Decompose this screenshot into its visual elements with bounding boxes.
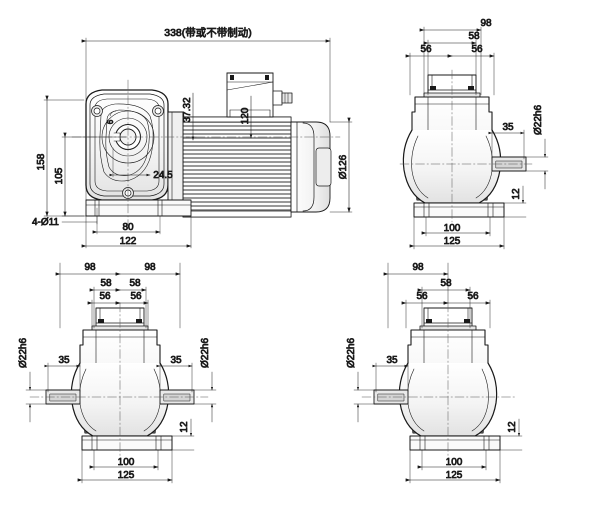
bl-dim-outer-width-left	[55, 262, 121, 329]
br-dim-label-125: 125	[446, 470, 463, 481]
dim-label-4xd11: 4-Ø11	[32, 217, 59, 228]
bl-dim-label-56-right: 56	[130, 291, 142, 302]
bl-dim-label-d22h6-right: Ø22h6	[200, 338, 211, 368]
tr-dim-label-56-left: 56	[420, 44, 432, 55]
bl-dim-base-thickness	[171, 418, 195, 451]
br-centerlines	[361, 302, 517, 457]
bl-dim-label-125: 125	[118, 470, 135, 481]
dim-hub-offset	[109, 147, 151, 178]
bl-dim-outer-width-right	[115, 262, 181, 329]
bl-base-plate	[81, 435, 173, 451]
tr-dim-label-125: 125	[444, 236, 461, 247]
bl-dim-shaft-diameter-left	[25, 371, 49, 423]
tr-dim-label-100: 100	[444, 223, 461, 234]
dim-motor-diameter	[329, 117, 353, 213]
tr-dim-outer-width	[419, 26, 482, 96]
bl-dim-base-hole-spacing	[89, 449, 159, 471]
tr-base-plate	[413, 202, 505, 218]
br-dim-outer-width	[383, 262, 449, 329]
view-top-right-front-elevation: 98 58 56 56 35	[399, 18, 549, 250]
dim-foot-hole-spacing	[92, 215, 161, 235]
tr-dim-label-12: 12	[511, 188, 522, 200]
br-dim-label-56-right: 56	[467, 291, 479, 302]
dim-shaft-center-to-top	[185, 92, 197, 141]
dim-label-338: 338(带或不带制动)	[164, 26, 252, 39]
br-dim-label-56-left: 56	[416, 291, 428, 302]
tr-dim-label-56-right: 56	[471, 44, 483, 55]
bl-dim-label-56-left: 56	[99, 291, 111, 302]
bl-dim-inner-width	[87, 299, 149, 329]
br-dim-mid-width	[417, 286, 471, 329]
terminal-box	[226, 72, 293, 118]
dim-label-6: 6	[106, 119, 115, 124]
dim-flange-height	[61, 132, 127, 217]
dim-label-80: 80	[122, 222, 134, 233]
br-dim-label-d22h6: Ø22h6	[346, 338, 357, 368]
bl-dim-label-100: 100	[118, 457, 135, 468]
br-dim-left-half	[401, 299, 449, 329]
tr-dim-label-d22h6: Ø22h6	[533, 105, 544, 135]
br-dim-base-thickness	[499, 418, 523, 451]
motor-body	[182, 116, 332, 218]
bl-dim-label-58-right: 58	[129, 278, 141, 289]
dim-label-d126: Ø126	[338, 154, 349, 179]
base-feet	[85, 199, 192, 217]
dim-label-122: 122	[120, 236, 137, 247]
gearbox-housing-face	[85, 89, 184, 209]
bl-dim-label-98-right: 98	[144, 262, 156, 273]
view-bottom-left-dual-shaft: 98 98 58 58 56 56 35	[18, 262, 217, 484]
br-base-plate	[409, 435, 501, 451]
bl-dim-label-98-left: 98	[84, 262, 96, 273]
tr-dim-base-thickness	[503, 185, 527, 218]
br-dim-label-35: 35	[386, 355, 398, 366]
bl-dim-shaft-length-left	[44, 362, 81, 393]
bl-centerlines	[29, 302, 209, 457]
bl-dim-mid-width	[89, 286, 147, 329]
view-bottom-right-front-elevation: 98 58 56 56 35	[346, 262, 523, 484]
br-dim-label-12: 12	[507, 421, 518, 433]
bl-dim-shaft-length-right	[156, 362, 193, 393]
tr-dim-base-width	[409, 216, 505, 250]
tr-dim-base-hole-spacing	[421, 216, 491, 237]
br-dim-shaft-diameter	[353, 371, 377, 423]
tr-dim-label-35: 35	[502, 122, 514, 133]
dim-label-158: 158	[36, 153, 47, 170]
br-terminal-box	[419, 307, 477, 331]
br-dim-label-58: 58	[440, 278, 452, 289]
dim-label-24-5: 24.5	[153, 170, 173, 181]
dim-label-120: 120	[240, 107, 251, 124]
tr-centerlines	[399, 69, 533, 223]
br-dim-base-hole-spacing	[417, 449, 487, 471]
dim-label-37-32: 37.32	[182, 97, 193, 122]
tr-dim-label-58: 58	[468, 31, 480, 42]
br-dim-base-width	[405, 449, 501, 484]
br-dim-label-98: 98	[412, 262, 424, 273]
tr-dim-shaft-diameter	[525, 138, 549, 190]
bl-dim-base-width	[77, 449, 173, 484]
tr-gearbox-body	[402, 96, 502, 204]
centerlines-main	[71, 79, 341, 229]
br-output-shaft	[373, 389, 409, 405]
bl-dim-label-58-left: 58	[100, 278, 112, 289]
bl-dim-label-35-left: 35	[58, 355, 70, 366]
bl-dim-label-d22h6-left: Ø22h6	[18, 338, 29, 368]
br-dim-label-100: 100	[446, 457, 463, 468]
bl-dim-label-35-right: 35	[170, 355, 182, 366]
tr-dim-label-98: 98	[480, 18, 492, 29]
br-dim-right-half	[443, 299, 491, 329]
bl-dim-label-12: 12	[179, 421, 190, 433]
dim-foot-width	[81, 215, 192, 249]
bl-dim-shaft-diameter-right	[193, 371, 217, 423]
dim-overall-height	[43, 95, 85, 217]
tr-dim-shaft-length	[488, 129, 525, 160]
tr-dim-mid-width	[423, 39, 477, 96]
dim-label-105: 105	[54, 167, 65, 184]
tr-dim-right-half	[447, 52, 495, 96]
dim-overall-length	[81, 37, 331, 201]
view-main-side-elevation: 338(带或不带制动) 158 105 24.5 6 4-Ø11	[32, 26, 353, 249]
br-dim-shaft-length	[372, 362, 409, 393]
tr-dim-left-half	[405, 52, 453, 96]
